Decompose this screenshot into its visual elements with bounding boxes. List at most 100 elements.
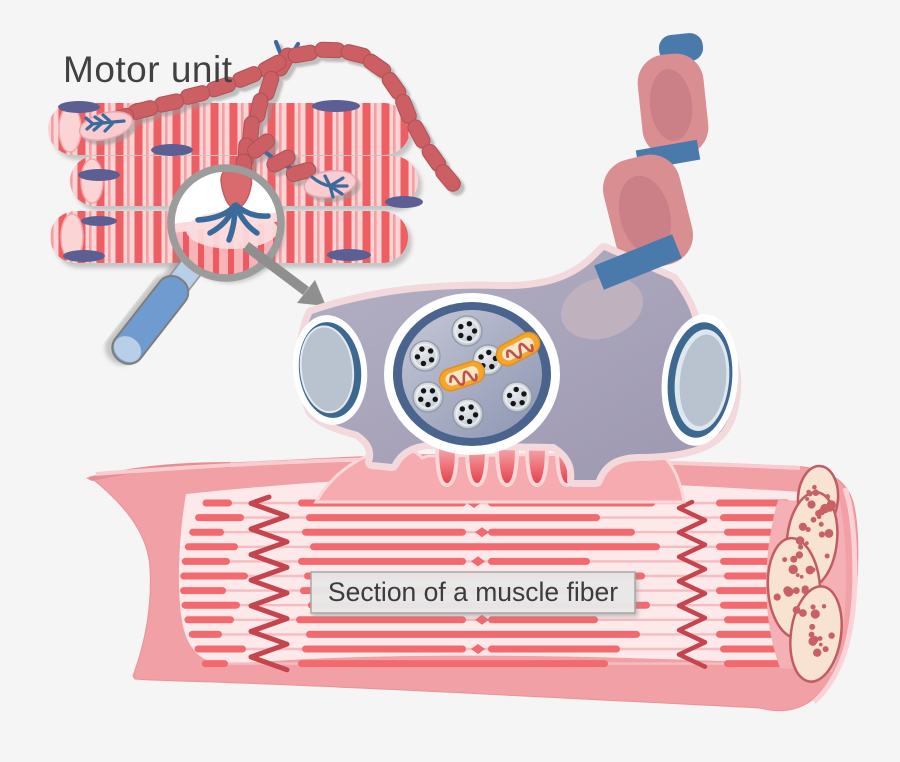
fascicle-dot: [798, 522, 807, 531]
myelin-bead: [266, 149, 296, 173]
myofibril-segment: [298, 660, 608, 668]
section-label-box: [310, 571, 636, 614]
neurotransmitter-dot: [471, 328, 478, 334]
junctional-fold-outline: [435, 444, 459, 488]
fascicle-dot: [783, 586, 792, 595]
synaptic-vesicle: [501, 381, 533, 413]
myofibril-segment: [488, 616, 598, 624]
junctional-fold-outline: [465, 444, 489, 488]
fiber-nuclei: [58, 100, 423, 262]
myofibril-segment: [302, 528, 466, 536]
vesicle-inner-ring: [504, 384, 530, 410]
vesicle-inner-ring: [415, 384, 441, 410]
junctional-fold: [527, 446, 547, 485]
section-label-text: Section of a muscle fiber: [328, 577, 618, 607]
neurotransmitter-dot: [506, 392, 513, 399]
muscle-fiber-nucleus: [151, 144, 193, 156]
muscle-fiber-nucleus: [58, 101, 100, 113]
neurotransmitter-dot: [419, 346, 425, 352]
myelin-segment-core: [649, 69, 693, 141]
magnifier-lens: [167, 164, 285, 282]
neurotransmitter-dot: [519, 399, 525, 406]
synaptic-vesicle: [451, 315, 483, 347]
myofibril-diamond: [475, 527, 489, 538]
myofibril-diamond: [475, 614, 489, 625]
neurotransmitter-dot: [466, 321, 473, 327]
fascicle-dot: [795, 573, 800, 577]
fascicle-dot: [817, 508, 825, 516]
z-line-zigzag: [248, 494, 290, 673]
neurotransmitter-dot: [425, 401, 431, 408]
fascicle-dot: [798, 609, 807, 617]
synaptic-vesicle: [412, 381, 444, 413]
fascicle-dot: [808, 631, 815, 638]
vesicle-inner-ring: [412, 343, 438, 369]
synaptic-vesicle: [452, 398, 484, 430]
muscle-fiber-nucleus: [385, 196, 423, 208]
motor-end-plate: [78, 111, 134, 141]
fascicle-dot: [801, 585, 809, 593]
junctional-fold-outline: [495, 444, 519, 488]
myofibril-segment: [488, 557, 590, 565]
myofibril-segment: [302, 645, 466, 653]
neurotransmitter-dot: [458, 323, 464, 330]
myofibril-segment: [201, 660, 228, 668]
terminal-left-opening: [292, 315, 368, 425]
neurotransmitter-dot: [521, 391, 527, 397]
myofibril-segment: [296, 616, 466, 624]
fascicle-dot: [809, 623, 816, 630]
fascicle-dot: [810, 604, 816, 610]
fascicle-dot: [782, 557, 788, 563]
neurotransmitter-dot: [486, 349, 492, 356]
fascicle-dot: [822, 646, 829, 653]
fascicle-dots: [773, 484, 836, 657]
myofibril-segment: [724, 660, 790, 668]
fascicle-dot: [824, 529, 834, 538]
muscle-fiber-nucleus: [327, 249, 371, 261]
fascicle-dot: [810, 609, 820, 619]
myelin-bead: [435, 164, 461, 192]
fascicle-dot: [818, 642, 823, 647]
myofibril-segment: [306, 514, 600, 522]
junctional-fold: [497, 446, 517, 485]
neurotransmitter-dot: [420, 360, 427, 367]
fascicle-dot: [821, 604, 827, 609]
neurotransmitter-dot: [466, 418, 473, 425]
fold-valleys: [435, 444, 579, 488]
diagram-title: Motor unit: [63, 49, 233, 90]
fascicle-dot: [818, 531, 825, 538]
synaptic-bouton: [384, 293, 560, 455]
zoom-arrow: [243, 242, 326, 306]
myofibril-segment: [180, 587, 226, 595]
fascicle-dot: [805, 527, 811, 533]
neurotransmitter-dot: [432, 396, 438, 403]
myofibril-diamond: [471, 556, 485, 567]
myofibril-segment: [188, 630, 222, 638]
myofibril-segment: [310, 543, 660, 551]
fascicle-dot: [812, 484, 817, 490]
zoomed-terminal-branches: [195, 202, 271, 243]
fascicle-dot: [818, 521, 824, 527]
mitochondrion: [495, 331, 541, 367]
myelin-segment-core: [618, 175, 672, 255]
myofibril-segment: [194, 645, 246, 653]
lens-rim: [167, 164, 285, 282]
myofibril-segment: [720, 514, 790, 522]
myofibril-segment: [488, 645, 620, 653]
fascicle-dot: [788, 564, 798, 575]
neurotransmitter-dot: [489, 363, 495, 370]
fascicle-dot: [812, 489, 820, 496]
myofibril-segment: [720, 645, 790, 653]
motor-axon: [602, 33, 709, 270]
fascicle-dot: [773, 593, 781, 601]
mitochondrion: [438, 360, 486, 392]
terminal-right-opening: [661, 314, 739, 446]
myofibril-segment: [306, 630, 640, 638]
myofibril-segment: [298, 557, 466, 565]
fascicle-dot: [790, 555, 798, 563]
myofibril-segment: [180, 572, 248, 580]
sarcomere-zigzags: [248, 494, 708, 673]
myelin-bead: [247, 133, 275, 159]
